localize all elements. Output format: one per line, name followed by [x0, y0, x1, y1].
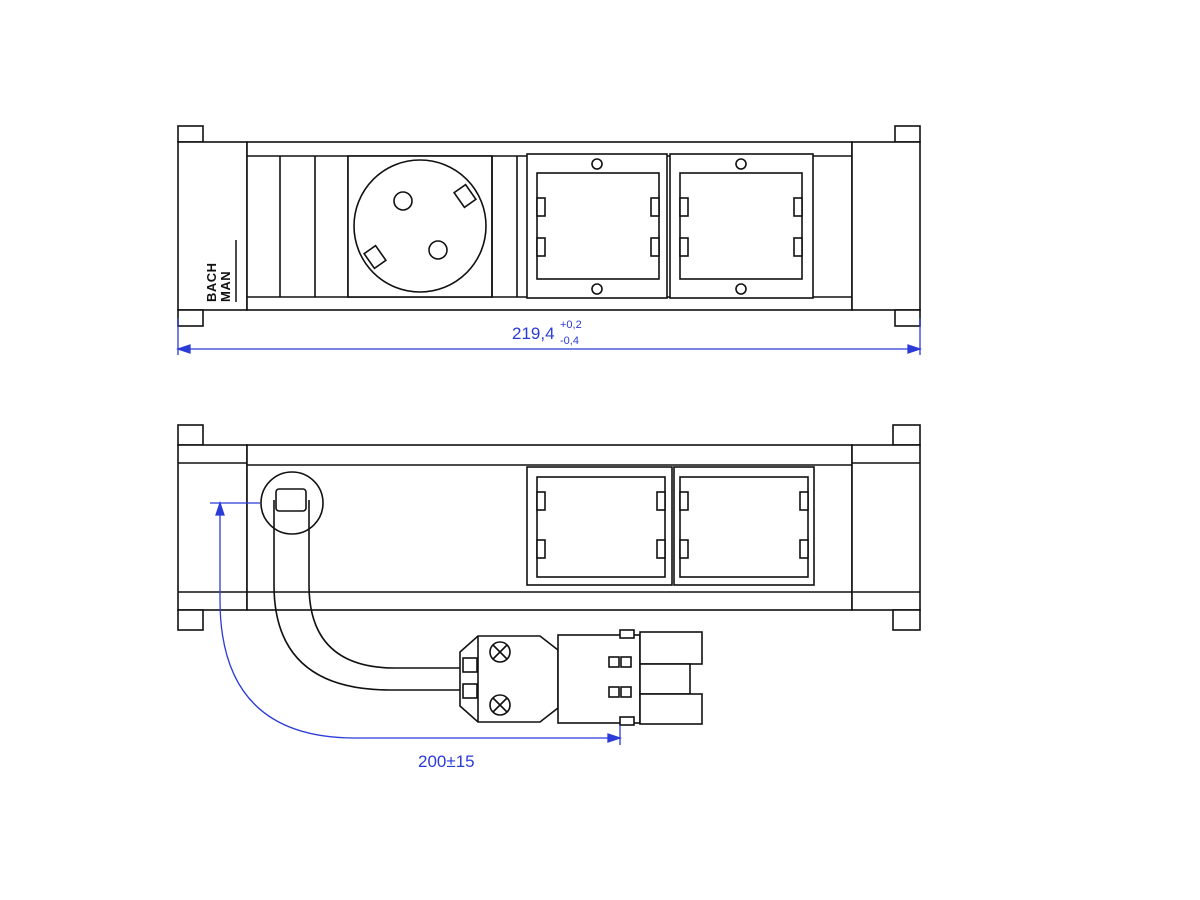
top-data-module-2	[669, 153, 814, 299]
top-right-end-cap	[851, 125, 921, 327]
brand-line-1: BACH	[204, 262, 219, 302]
width-dimension-upper-tolerance: +0,2	[560, 319, 582, 331]
bottom-data-module-2	[673, 466, 815, 586]
brand-line-2: MAN	[218, 271, 233, 302]
width-dimension-value: 219,4	[512, 324, 555, 343]
cable-length-value: 200±15	[418, 752, 475, 771]
bottom-data-module-1	[526, 466, 673, 586]
brand-logo: BACH MAN	[204, 240, 237, 302]
power-cable	[273, 488, 460, 691]
cable-length-dimension	[210, 500, 623, 745]
width-dimension	[175, 318, 923, 355]
bottom-view	[177, 424, 921, 726]
bottom-right-end-cap	[851, 424, 921, 631]
width-dimension-lower-tolerance: -0,4	[560, 335, 579, 347]
top-view	[177, 125, 921, 327]
top-data-module-1	[526, 153, 668, 299]
connector-plug	[459, 629, 703, 726]
schuko-socket	[347, 155, 493, 298]
bottom-left-end-cap	[177, 424, 248, 631]
